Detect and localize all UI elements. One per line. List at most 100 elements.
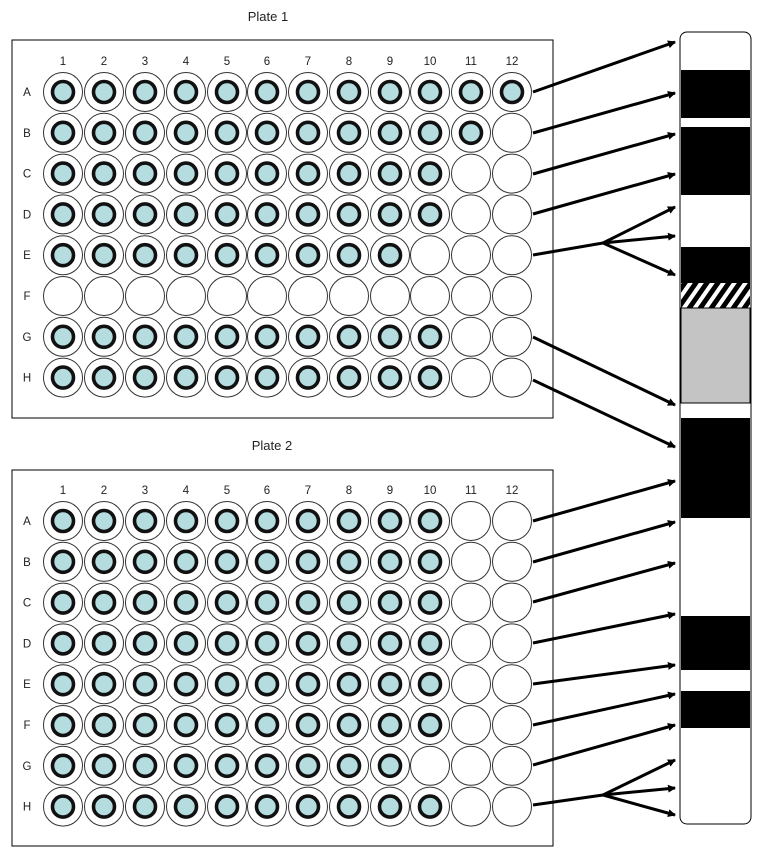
well-filled [288,316,328,357]
well-filled [410,112,450,153]
row-label: G [23,332,32,344]
well-empty [43,276,83,316]
well-filled [125,316,165,357]
well-filled [207,235,247,276]
well-filled [166,745,206,786]
chromosome-band-gray [680,307,751,404]
well-filled [247,664,287,705]
well-filled [370,582,410,623]
column-label: 10 [424,485,437,497]
plate-2-title: Plate 2 [252,438,292,453]
row-label: H [23,802,31,814]
arrow-plate1-row-a [532,40,676,94]
well-filled [207,623,247,664]
well-empty [451,664,491,705]
well-filled [207,664,247,705]
well-empty [370,276,410,316]
arrow-plate1-row-b [532,91,676,135]
well-filled [410,582,450,623]
well-empty [247,276,287,316]
well-filled [207,194,247,235]
well-empty [125,276,165,316]
well-empty [451,541,491,582]
well-empty [451,786,491,827]
column-label: 10 [424,56,437,68]
well-filled [125,153,165,194]
well-filled [451,72,491,112]
well-filled [410,501,450,541]
row-label: B [23,128,31,140]
column-label: 3 [142,56,148,68]
well-filled [84,786,124,827]
well-filled [125,786,165,827]
well-filled [207,72,247,112]
well-filled [84,153,124,194]
column-label: 2 [101,485,107,497]
well-filled [370,153,410,194]
well-filled [370,357,410,398]
row-label: F [23,291,30,303]
well-empty [492,153,532,194]
well-filled [370,501,410,541]
well-filled [329,664,369,705]
well-filled [410,786,450,827]
well-filled [288,623,328,664]
well-filled [43,316,83,357]
well-filled [247,235,287,276]
well-filled [84,235,124,276]
well-filled [84,623,124,664]
well-filled [492,72,532,112]
chromosome-band-hatched [681,283,750,308]
well-filled [84,112,124,153]
well-filled [166,623,206,664]
well-filled [84,705,124,745]
well-filled [166,786,206,827]
well-empty [410,276,450,316]
column-label: 9 [387,485,393,497]
column-label: 12 [506,56,519,68]
well-empty [492,194,532,235]
well-filled [125,357,165,398]
well-filled [166,316,206,357]
column-label: 9 [387,56,393,68]
well-filled [125,664,165,705]
well-empty [451,316,491,357]
row-label: C [23,169,31,181]
well-empty [451,501,491,541]
well-filled [207,705,247,745]
well-empty [451,235,491,276]
well-filled [247,194,287,235]
well-filled [247,112,287,153]
well-filled [329,153,369,194]
well-filled [84,357,124,398]
well-filled [247,72,287,112]
well-filled [125,194,165,235]
well-filled [84,194,124,235]
well-filled [329,582,369,623]
row-label: E [23,250,31,262]
column-label: 1 [60,56,66,68]
arrow-plate1-row-g [532,335,676,407]
well-filled [288,235,328,276]
well-filled [370,745,410,786]
well-empty [492,623,532,664]
well-filled [370,664,410,705]
well-filled [43,194,83,235]
well-filled [247,153,287,194]
well-empty [451,705,491,745]
chromosome-band [681,70,750,118]
arrow-plate2-row-h-branch [602,793,676,817]
row-label: G [23,761,32,773]
arrow-plate1-row-e-branch [602,205,676,245]
well-filled [329,623,369,664]
well-filled [84,664,124,705]
well-filled [84,72,124,112]
well-filled [43,705,83,745]
column-label: 5 [224,56,230,68]
well-filled [288,664,328,705]
column-label: 7 [305,485,311,497]
well-empty [492,541,532,582]
plate-2-wells [43,501,532,827]
well-filled [329,112,369,153]
